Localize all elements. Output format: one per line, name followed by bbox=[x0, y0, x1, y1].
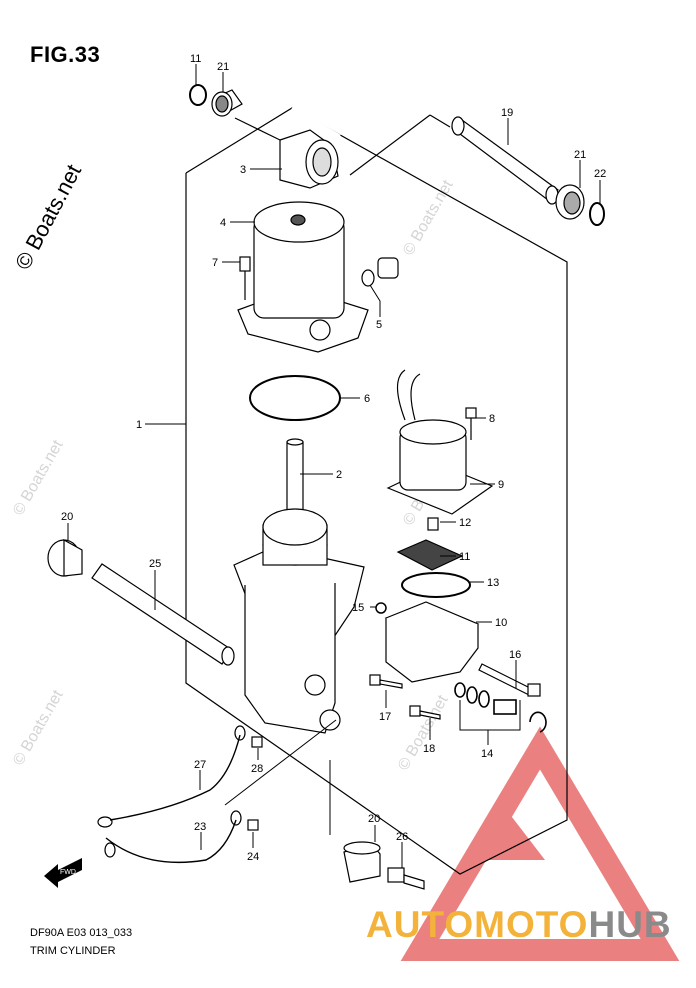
callout-15: 15 bbox=[352, 602, 364, 614]
figure-title: FIG.33 bbox=[30, 42, 101, 67]
brand-part-1: AUTOMOTO bbox=[366, 904, 589, 945]
callout-9: 9 bbox=[498, 479, 504, 491]
callout-3: 3 bbox=[240, 164, 246, 176]
valve-kit-14 bbox=[454, 682, 547, 733]
rod-25 bbox=[91, 563, 235, 666]
screw-24 bbox=[247, 819, 259, 831]
callout-4: 4 bbox=[220, 217, 226, 229]
brand-logo-icon bbox=[400, 726, 680, 961]
callout-28: 28 bbox=[251, 763, 263, 775]
callout-23: 23 bbox=[194, 821, 206, 833]
motor-9 bbox=[386, 369, 494, 515]
callout-8: 8 bbox=[489, 413, 495, 425]
bushing-21 bbox=[211, 89, 243, 117]
pivot-rod-19 bbox=[451, 116, 559, 205]
callout-12: 12 bbox=[459, 517, 471, 529]
o-ring-13 bbox=[401, 572, 471, 598]
callout-2: 2 bbox=[336, 469, 342, 481]
bolt-16 bbox=[478, 663, 541, 697]
plate-11 bbox=[396, 539, 464, 571]
figure-code: DF90A E03 013_033 bbox=[30, 927, 133, 939]
callout-11-top: 11 bbox=[190, 53, 201, 65]
callout-14: 14 bbox=[481, 748, 493, 760]
bushing-21-right bbox=[555, 184, 585, 220]
wire-27 bbox=[109, 734, 241, 821]
bolt-17 bbox=[369, 674, 403, 689]
callout-27: 27 bbox=[194, 759, 206, 771]
callout-6: 6 bbox=[364, 393, 370, 405]
valve-body-10 bbox=[384, 601, 480, 683]
callout-21-right: 21 bbox=[574, 149, 586, 161]
plug-5 bbox=[361, 257, 399, 287]
callout-19: 19 bbox=[501, 107, 513, 119]
screw-28 bbox=[251, 736, 263, 748]
bushing-20 bbox=[47, 538, 83, 577]
assembly-outline bbox=[185, 107, 568, 875]
callout-7: 7 bbox=[212, 257, 218, 269]
callout-13: 13 bbox=[487, 577, 499, 589]
figure-name: TRIM CYLINDER bbox=[30, 945, 116, 957]
snap-ring-11 bbox=[189, 84, 207, 106]
collar-3 bbox=[279, 129, 339, 189]
callout-labels: 11 21 3 19 21 22 4 7 5 6 1 8 2 9 12 11 1… bbox=[61, 53, 606, 863]
callout-11: 11 bbox=[459, 551, 470, 563]
brand-wordmark: AUTOMOTOHUB bbox=[366, 904, 672, 946]
brand-part-2: HUB bbox=[588, 904, 672, 945]
callout-16: 16 bbox=[509, 649, 521, 661]
trim-cylinder-body bbox=[233, 508, 365, 734]
fwd-arrow-icon: FWD bbox=[44, 858, 82, 888]
wire-23 bbox=[105, 819, 237, 864]
callout-20-left: 20 bbox=[61, 511, 73, 523]
valve-12 bbox=[427, 517, 439, 531]
fwd-label: FWD bbox=[60, 869, 76, 876]
callout-20-lower: 20 bbox=[368, 813, 380, 825]
callout-5: 5 bbox=[376, 319, 382, 331]
callout-10: 10 bbox=[495, 617, 507, 629]
callout-1: 1 bbox=[136, 419, 142, 431]
o-ring-15 bbox=[375, 602, 387, 614]
leader-lines bbox=[67, 64, 601, 868]
o-ring-6 bbox=[249, 375, 341, 421]
bolt-7 bbox=[239, 256, 251, 300]
callout-21-top: 21 bbox=[217, 61, 229, 73]
snap-ring-22 bbox=[589, 202, 605, 226]
callout-26: 26 bbox=[396, 831, 408, 843]
callout-22: 22 bbox=[594, 168, 606, 180]
bushing-20-lower bbox=[343, 841, 381, 883]
cylinder-4 bbox=[237, 201, 369, 353]
callout-17: 17 bbox=[379, 711, 391, 723]
callout-24: 24 bbox=[247, 851, 259, 863]
callout-25: 25 bbox=[149, 558, 161, 570]
callout-18: 18 bbox=[423, 743, 435, 755]
bolt-26 bbox=[387, 867, 425, 890]
screw-8 bbox=[465, 407, 477, 440]
bolt-18 bbox=[409, 705, 441, 720]
